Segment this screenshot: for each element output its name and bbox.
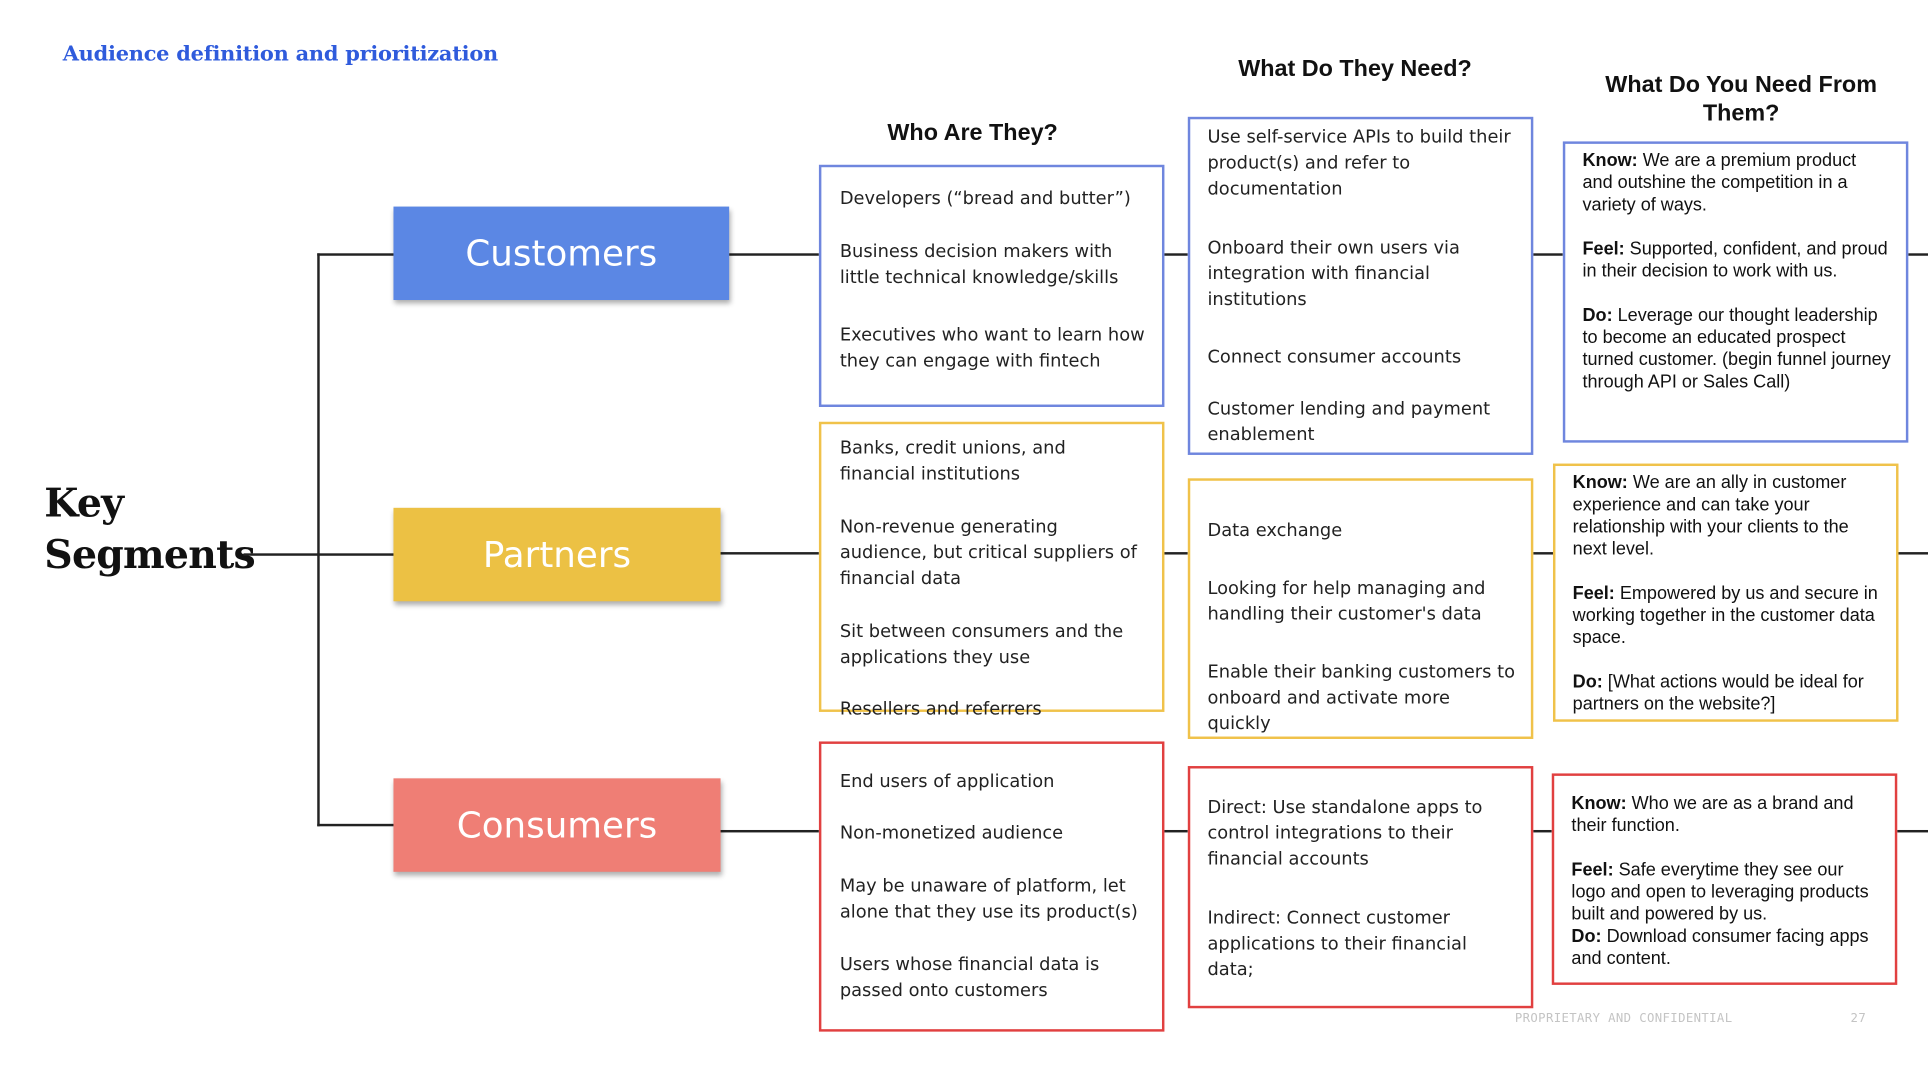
link-consumers-kfd	[1532, 829, 1552, 833]
who-item: May be unaware of platform, let alone th…	[839, 876, 1138, 923]
kfd-text: Who we are as a brand and their function…	[1571, 794, 1854, 837]
title-connector	[243, 553, 319, 556]
who-box-consumers: End users of application Non-monetized a…	[818, 741, 1165, 1032]
kfd-text: Download consumer facing apps and conten…	[1571, 927, 1869, 969]
kfd-label: Know:	[1571, 794, 1627, 814]
branch-consumers	[317, 823, 394, 827]
kfd-box-partners: Know: We are an ally in customer experie…	[1552, 463, 1899, 722]
link-customers-kfd	[1532, 253, 1563, 256]
link-partners-need	[1163, 552, 1188, 555]
who-item: Resellers and referrers	[839, 699, 1042, 720]
tail-consumers	[1896, 829, 1928, 833]
kfd-text: Safe everytime they see our logo and ope…	[1571, 860, 1869, 925]
need-item: Onboard their own users via integration …	[1207, 238, 1460, 310]
who-item: Developers (“bread and butter”)	[839, 189, 1131, 210]
link-partners-kfd	[1532, 552, 1553, 555]
link-consumers-need	[1163, 829, 1188, 833]
kfd-box-consumers: Know: Who we are as a brand and their fu…	[1551, 773, 1898, 985]
kfd-item-do: Do: Download consumer facing apps and co…	[1571, 926, 1880, 970]
title-line-2: Segments	[44, 531, 255, 578]
segment-customers-label: Customers	[465, 232, 658, 275]
kfd-item-feel: Feel: Empowered by us and secure in work…	[1573, 583, 1882, 649]
page-number: 27	[1850, 1011, 1867, 1026]
kfd-box-customers: Know: We are a premium product and outsh…	[1562, 141, 1909, 443]
segment-consumers-label: Consumers	[456, 804, 658, 846]
kfd-item-know: Know: We are an ally in customer experie…	[1573, 472, 1882, 561]
need-item: Indirect: Connect customer applications …	[1207, 908, 1467, 980]
need-item: Customer lending and payment enablement	[1207, 399, 1491, 446]
who-item: Executives who want to learn how they ca…	[839, 325, 1145, 372]
need-item: Use self-service APIs to build their pro…	[1207, 127, 1511, 200]
who-item: Non-monetized audience	[839, 823, 1064, 844]
need-item: Looking for help managing and handling t…	[1207, 579, 1486, 625]
branch-customers	[317, 253, 394, 256]
header-who-are-they: Who Are They?	[887, 120, 1058, 147]
segment-customers: Customers	[393, 206, 730, 301]
link-customers-who	[729, 253, 819, 256]
kfd-label: Feel:	[1571, 860, 1614, 881]
segment-partners: Partners	[393, 507, 721, 602]
kfd-item-do: Do: Leverage our thought leadership to b…	[1582, 305, 1891, 394]
kfd-item-feel: Feel: Supported, confident, and proud in…	[1582, 239, 1891, 283]
need-box-partners: Data exchange Looking for help managing …	[1187, 478, 1534, 739]
need-item: Data exchange	[1207, 521, 1343, 542]
kfd-text: Supported, confident, and proud in their…	[1582, 239, 1888, 282]
who-item: Business decision makers with little tec…	[839, 242, 1119, 288]
who-box-customers: Developers (“bread and butter”) Business…	[818, 164, 1165, 407]
header-what-do-you-need-from-them: What Do You Need From Them?	[1563, 71, 1920, 128]
slide-kicker: Audience definition and prioritization	[62, 41, 499, 67]
kfd-item-feel: Feel: Safe everytime they see our logo a…	[1571, 859, 1880, 925]
title-line-1: Key	[44, 479, 124, 527]
kfd-label: Know:	[1572, 473, 1628, 494]
who-item: Banks, credit unions, and financial inst…	[839, 438, 1066, 485]
link-customers-need	[1163, 253, 1188, 256]
segment-partners-label: Partners	[482, 533, 632, 576]
kfd-text: Empowered by us and secure in working to…	[1572, 584, 1878, 648]
tail-customers	[1905, 253, 1928, 256]
tail-partners	[1897, 552, 1928, 555]
kfd-label: Know:	[1582, 151, 1638, 171]
page-title: Key Segments	[44, 477, 255, 580]
who-item: Non-revenue generating audience, but cri…	[839, 517, 1137, 589]
need-item: Direct: Use standalone apps to control i…	[1207, 798, 1483, 870]
segment-consumers: Consumers	[393, 778, 721, 872]
kfd-label: Do:	[1582, 306, 1613, 326]
kfd-label: Do:	[1572, 672, 1603, 693]
header-line-1: What Do You Need From	[1605, 72, 1877, 99]
need-item: Connect consumer accounts	[1207, 347, 1462, 368]
link-consumers-who	[720, 829, 819, 833]
kfd-item-know: Know: We are a premium product and outsh…	[1582, 150, 1891, 216]
tree-trunk	[317, 253, 320, 827]
who-item: End users of application	[839, 772, 1055, 792]
kfd-label: Feel:	[1572, 584, 1615, 604]
confidential-footer: PROPRIETARY AND CONFIDENTIAL	[1514, 1011, 1733, 1026]
who-box-partners: Banks, credit unions, and financial inst…	[818, 421, 1165, 719]
header-line-2: Them?	[1702, 100, 1780, 127]
kfd-item-know: Know: Who we are as a brand and their fu…	[1571, 793, 1880, 837]
kfd-text: We are a premium product and outshine th…	[1582, 151, 1857, 216]
kfd-text: We are an ally in customer experience an…	[1572, 473, 1849, 560]
kfd-text: [What actions would be ideal for partner…	[1572, 672, 1864, 715]
kfd-label: Feel:	[1582, 239, 1625, 260]
header-what-do-they-need: What Do They Need?	[1238, 56, 1472, 83]
branch-partners	[317, 553, 394, 556]
who-item: Users whose financial data is passed ont…	[839, 955, 1100, 1001]
need-box-consumers: Direct: Use standalone apps to control i…	[1187, 766, 1534, 1009]
kfd-label: Do:	[1571, 927, 1602, 947]
need-item: Enable their banking customers to onboar…	[1207, 662, 1516, 735]
kfd-text: Leverage our thought leadership to becom…	[1582, 306, 1891, 393]
kfd-item-do: Do: [What actions would be ideal for par…	[1573, 671, 1882, 715]
need-box-customers: Use self-service APIs to build their pro…	[1187, 116, 1534, 455]
link-partners-who	[720, 552, 819, 555]
who-item: Sit between consumers and the applicatio…	[839, 622, 1124, 668]
